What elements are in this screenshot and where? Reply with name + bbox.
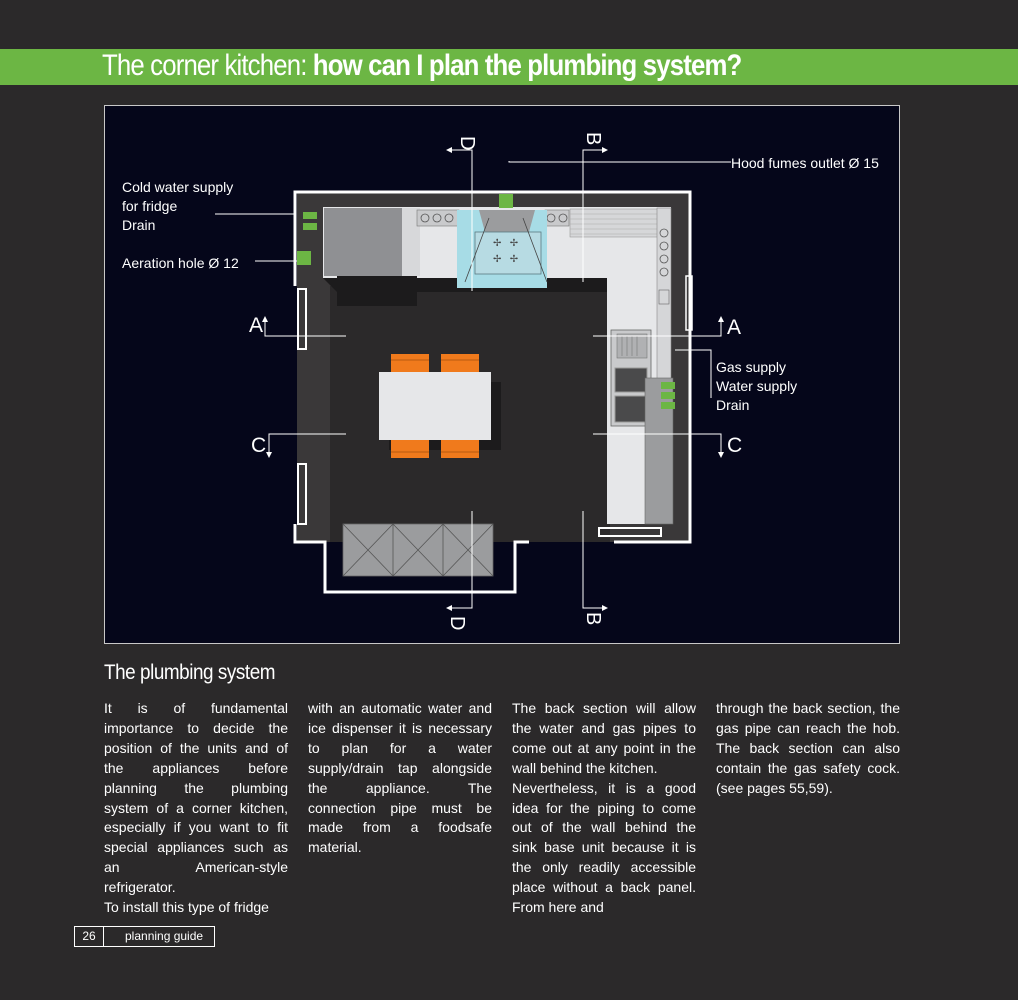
right-window — [685, 275, 693, 331]
hood-outlet-label: Hood fumes outlet Ø 15 — [731, 155, 879, 171]
room-walls — [293, 190, 692, 544]
text-column-4: through the back section, the gas pipe c… — [716, 699, 900, 799]
fridge-shadow — [337, 276, 417, 306]
chair-top-left — [391, 354, 429, 372]
cold-water-marker — [303, 212, 317, 219]
text-column-3: The back section will allow the water an… — [512, 699, 696, 918]
hob — [474, 231, 542, 275]
bay-wall — [293, 524, 529, 594]
paragraph: Nevertheless, it is a good idea for the … — [512, 779, 696, 916]
gas-supply-label: Gas supply — [716, 359, 786, 375]
floor-plan-drawing: ✢ ✢ ✢ ✢ — [122, 132, 879, 630]
sink-drain-marker — [661, 402, 675, 409]
kitchen-floor-plan: ✢ ✢ ✢ ✢ — [104, 105, 900, 644]
drain-label: Drain — [716, 397, 749, 413]
aeration-hole-marker — [297, 251, 311, 265]
left-window-bottom — [297, 463, 307, 525]
paragraph: To install this type of fridge — [104, 899, 269, 916]
title-bar: The corner kitchen: how can I plan the p… — [0, 49, 1018, 85]
burner-glyphs: ✢ ✢ — [493, 238, 518, 249]
hood-outlet-marker — [499, 194, 513, 208]
fridge — [324, 208, 404, 276]
section-label-b-bottom: B — [582, 612, 604, 625]
sink — [610, 329, 652, 427]
paragraph: The back section will allow the water an… — [512, 700, 696, 776]
section-label-d-bottom: D — [446, 616, 468, 630]
paragraph: with an automatic water and ice dispense… — [308, 700, 492, 856]
section-lines — [215, 149, 731, 609]
water-supply-marker — [661, 392, 675, 399]
paragraph: through the back section, the gas pipe c… — [716, 700, 900, 796]
section-label-a-left: A — [249, 314, 263, 337]
dining-table — [379, 372, 491, 440]
fridge-side — [402, 208, 420, 276]
section-heading: The plumbing system — [104, 661, 276, 684]
gas-supply-marker — [661, 382, 675, 389]
section-label-a-right: A — [727, 316, 741, 339]
cold-water-label-line1: Cold water supply — [122, 179, 233, 195]
bay-window — [342, 523, 494, 577]
aeration-hole-label: Aeration hole Ø 12 — [122, 255, 239, 271]
bottom-right-window — [598, 527, 662, 537]
back-section — [644, 377, 674, 525]
chair-bottom-right — [441, 440, 479, 458]
chair-bottom-left — [391, 440, 429, 458]
footer-guide-label: planning guide — [125, 929, 204, 943]
paragraph: It is of fundamental importance to decid… — [104, 700, 288, 896]
section-label-d-top: D — [456, 136, 478, 150]
text-column-1: It is of fundamental importance to decid… — [104, 699, 288, 918]
cold-water-label-line2: for fridge — [122, 198, 177, 214]
text-column-2: with an automatic water and ice dispense… — [308, 699, 492, 858]
section-label-b-top: B — [582, 132, 604, 145]
section-label-c-right: C — [727, 434, 742, 457]
fridge-drain-marker — [303, 223, 317, 230]
page-number: 26 — [75, 927, 104, 946]
section-label-c-left: C — [251, 434, 266, 457]
page-footer: 26 planning guide — [74, 926, 215, 947]
cold-water-label-line3: Drain — [122, 217, 155, 233]
chair-top-right — [441, 354, 479, 372]
page-title-bold: how can I plan the plumbing system? — [312, 49, 742, 82]
page-title-light: The corner kitchen: — [102, 49, 313, 82]
hood-body — [479, 210, 535, 232]
upper-right-units — [569, 208, 661, 238]
page-title: The corner kitchen: how can I plan the p… — [102, 48, 742, 84]
svg-text:✢ ✢: ✢ ✢ — [493, 254, 518, 265]
section-arrowheads — [262, 147, 724, 611]
left-window-top — [297, 288, 307, 350]
water-supply-label: Water supply — [716, 378, 797, 394]
